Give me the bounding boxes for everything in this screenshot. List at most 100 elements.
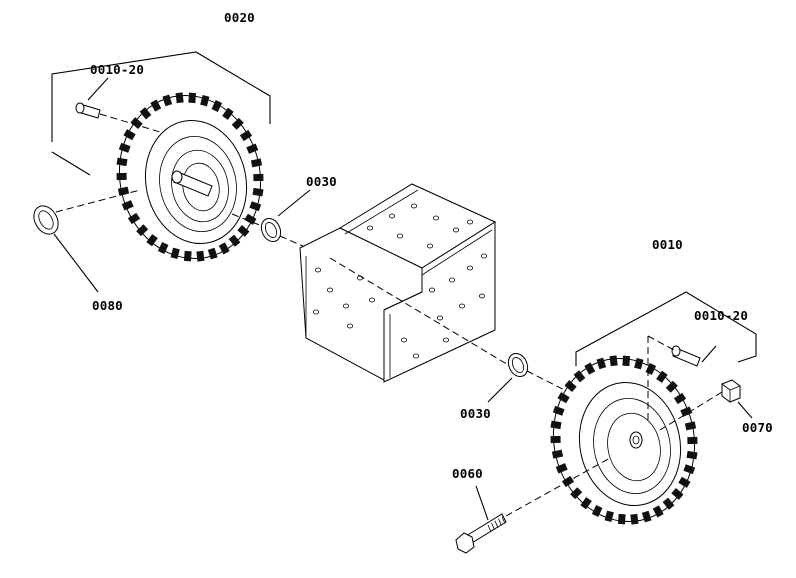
frame-hole: [410, 203, 417, 209]
tire-lug: [680, 406, 693, 417]
tire-lug: [573, 370, 586, 383]
tire-lug: [237, 224, 250, 237]
tire-lug: [652, 505, 664, 518]
tire-lug: [641, 510, 652, 523]
tire-lug: [239, 129, 253, 142]
frame-hole: [342, 303, 349, 309]
tire-lug: [671, 487, 684, 500]
left-tire-tread: [116, 92, 264, 262]
tire-lug: [673, 392, 687, 405]
frame-hole: [388, 213, 395, 219]
tire-lug: [157, 241, 169, 255]
tire-lug: [552, 405, 565, 416]
tire-lug: [634, 357, 644, 370]
tire-lug: [222, 107, 234, 120]
tire-lug: [118, 142, 131, 153]
tire-lug: [130, 117, 143, 130]
right-wheel-bracket: [575, 291, 757, 366]
frame-hole: [396, 233, 403, 239]
tire-lug: [580, 497, 592, 510]
callout-0030-lower: 0030: [460, 406, 491, 421]
frame-hole: [428, 287, 435, 293]
right-wheel-assembly: [550, 355, 698, 525]
left-wheel-assembly: [116, 92, 264, 262]
tire-lug: [175, 92, 184, 104]
tire-lug: [249, 201, 262, 212]
callout-0010: 0010: [652, 237, 683, 252]
callout-0010-20-left: 0010-20: [90, 62, 144, 77]
thread-line: [491, 522, 495, 531]
hex-nut: [659, 379, 753, 431]
frame-holes: [312, 203, 487, 359]
frame-hole: [312, 309, 319, 315]
tire-lug: [550, 435, 561, 444]
frame-hole: [326, 287, 333, 293]
hex-bolt: [455, 457, 611, 554]
tire-lug: [609, 355, 618, 367]
thread-line: [501, 516, 506, 524]
tire-lug: [200, 94, 210, 107]
frame-hole: [432, 215, 439, 221]
thread-line: [494, 520, 499, 528]
tire-lug: [116, 157, 128, 167]
tire-lug: [146, 234, 158, 247]
tire-lug: [596, 357, 607, 370]
frame-hole: [478, 293, 485, 299]
frame-hole: [314, 267, 321, 273]
tire-lug: [162, 94, 173, 107]
callout-0070: 0070: [742, 420, 773, 435]
tire-lug: [116, 172, 127, 181]
tire-lug: [551, 449, 564, 459]
tire-lug: [228, 234, 241, 247]
frame-hole: [442, 337, 449, 343]
tire-lug: [253, 173, 264, 182]
tire-lug: [136, 224, 149, 237]
tire-lug: [555, 463, 568, 474]
frame-hole: [412, 353, 419, 359]
tire-lug: [584, 362, 596, 375]
tire-lug: [557, 392, 570, 404]
tire-lug: [686, 450, 698, 460]
thread-line: [487, 524, 492, 533]
frame-housing: [299, 183, 497, 383]
tire-lug: [246, 143, 259, 154]
tire-lug: [683, 464, 696, 475]
tire-lug: [183, 250, 192, 262]
lynch-pin: [33, 189, 141, 293]
tire-lug: [121, 200, 134, 211]
thread-line: [498, 518, 502, 526]
frame-hole: [436, 315, 443, 321]
left-wheel-bracket: [51, 51, 271, 176]
frame-hole: [426, 243, 433, 249]
callout-0060: 0060: [452, 466, 483, 481]
frame-hole: [466, 219, 473, 225]
tire-lug: [687, 436, 698, 445]
tire-lug: [678, 476, 691, 488]
frame-hole: [400, 337, 407, 343]
callout-0020: 0020: [224, 10, 255, 25]
tire-lug: [570, 487, 583, 500]
frame-hole: [480, 253, 487, 259]
frame-hole: [466, 265, 473, 271]
tire-lug: [630, 513, 639, 525]
tire-lug: [252, 187, 264, 197]
callout-0080: 0080: [92, 298, 123, 313]
frame-hole: [458, 303, 465, 309]
tire-lug: [123, 129, 136, 141]
tire-lug: [684, 421, 697, 431]
tire-lug: [550, 420, 562, 430]
tire-lug: [218, 242, 230, 255]
frame-hole: [452, 227, 459, 233]
tire-lug: [231, 117, 244, 130]
tire-lug: [564, 380, 577, 393]
tire-lug: [196, 250, 205, 262]
bolt-threads: [487, 516, 506, 533]
tire-lug: [665, 380, 678, 393]
tire-lug: [188, 92, 197, 104]
tire-lug: [150, 99, 162, 112]
tire-lug: [211, 99, 223, 113]
tire-lug: [617, 513, 626, 525]
tire-lug: [127, 212, 141, 225]
frame-hole: [368, 297, 375, 303]
